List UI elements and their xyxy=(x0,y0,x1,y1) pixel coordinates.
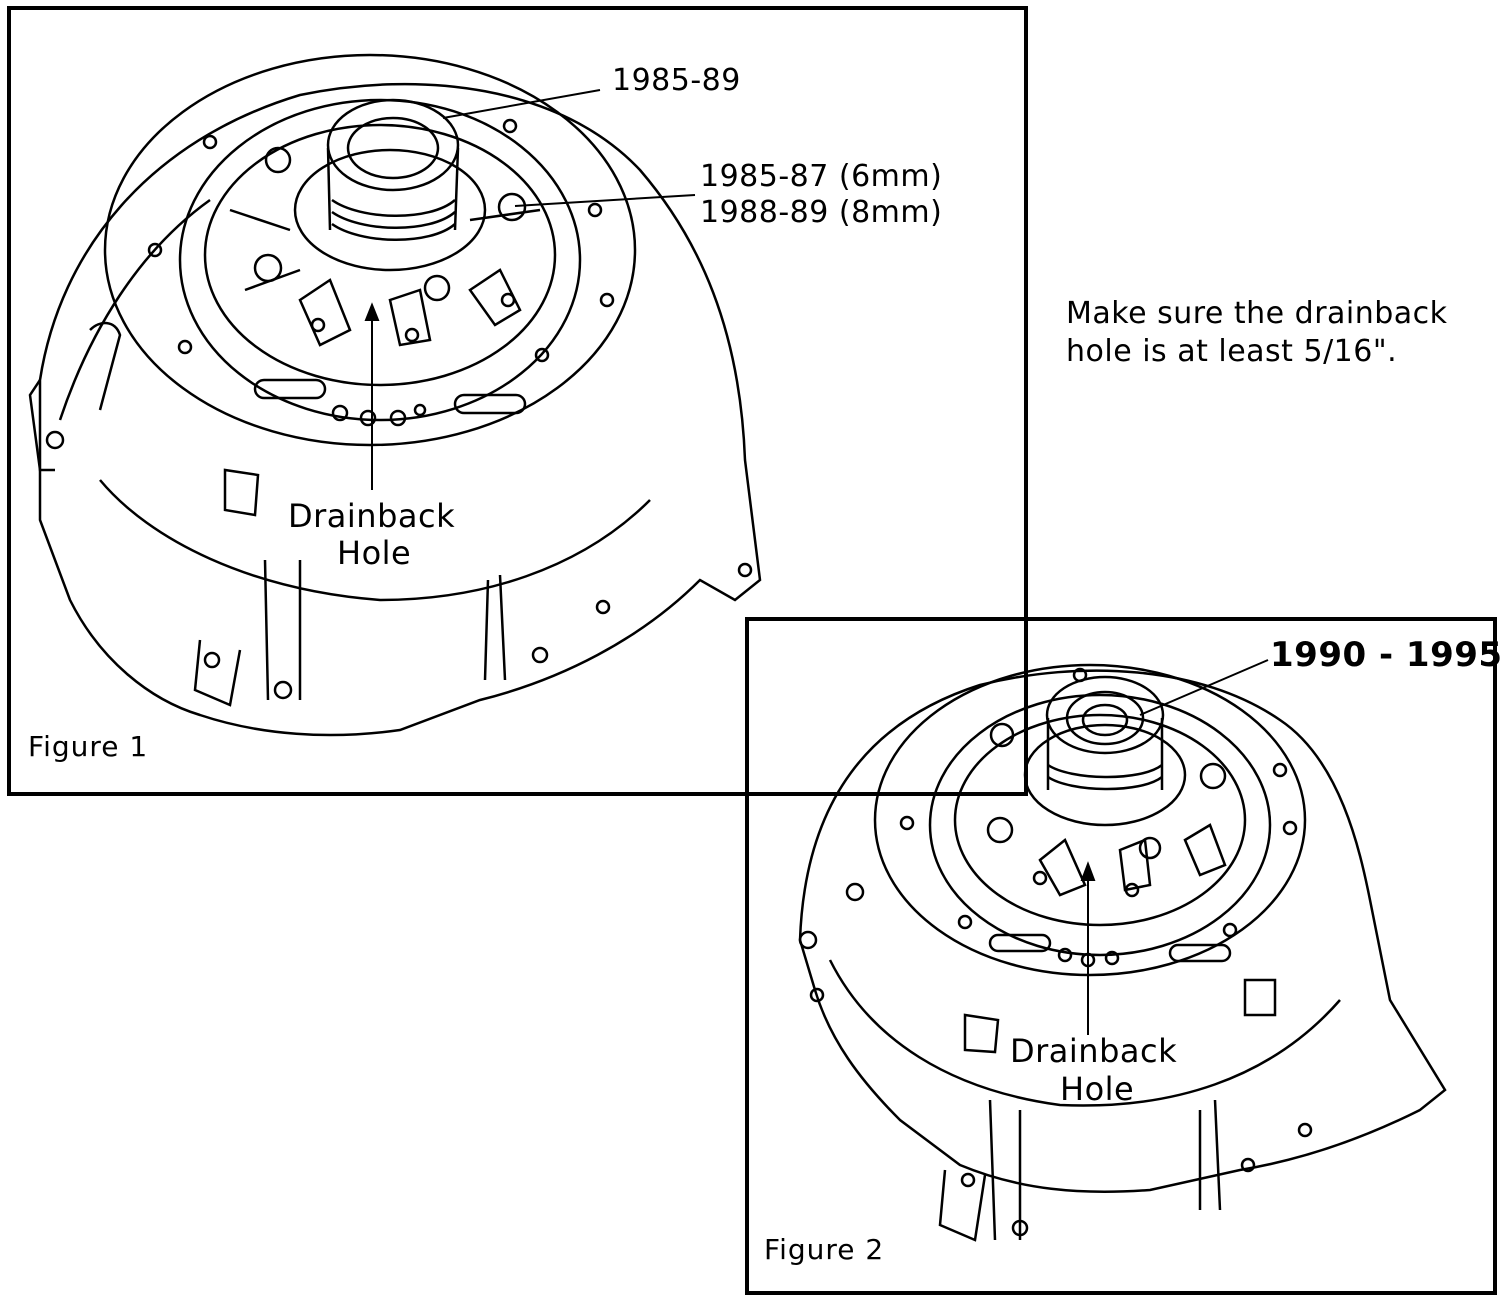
figure1-pump-housing xyxy=(28,53,762,737)
figure1-label-1985-89: 1985-89 xyxy=(612,63,741,98)
figure1-frame-overlap xyxy=(747,619,1028,796)
figure2-label-drainback: Drainback xyxy=(1010,1032,1178,1070)
figure1-caption: Figure 1 xyxy=(28,730,149,763)
figure1-leader-lines xyxy=(364,89,696,490)
figure1-label-bolt-1: 1985-87 (6mm) xyxy=(700,159,943,194)
figure1-frame xyxy=(7,6,1028,796)
figure1-label-drainback: Drainback xyxy=(288,497,456,535)
figure1-label-bolt-2: 1988-89 (8mm) xyxy=(700,195,943,230)
figure2-caption: Figure 2 xyxy=(764,1233,885,1266)
figure2-pump-housing xyxy=(798,663,1447,1242)
figure2-label-hole: Hole xyxy=(1060,1070,1135,1108)
figure2-label-1990-1995: 1990 - 1995 xyxy=(1270,635,1503,675)
figure2-leader-lines xyxy=(1080,659,1269,1035)
note-line-2: hole is at least 5/16". xyxy=(1066,334,1398,369)
note-line-1: Make sure the drainback xyxy=(1066,296,1448,331)
figure1-label-hole: Hole xyxy=(337,534,412,572)
